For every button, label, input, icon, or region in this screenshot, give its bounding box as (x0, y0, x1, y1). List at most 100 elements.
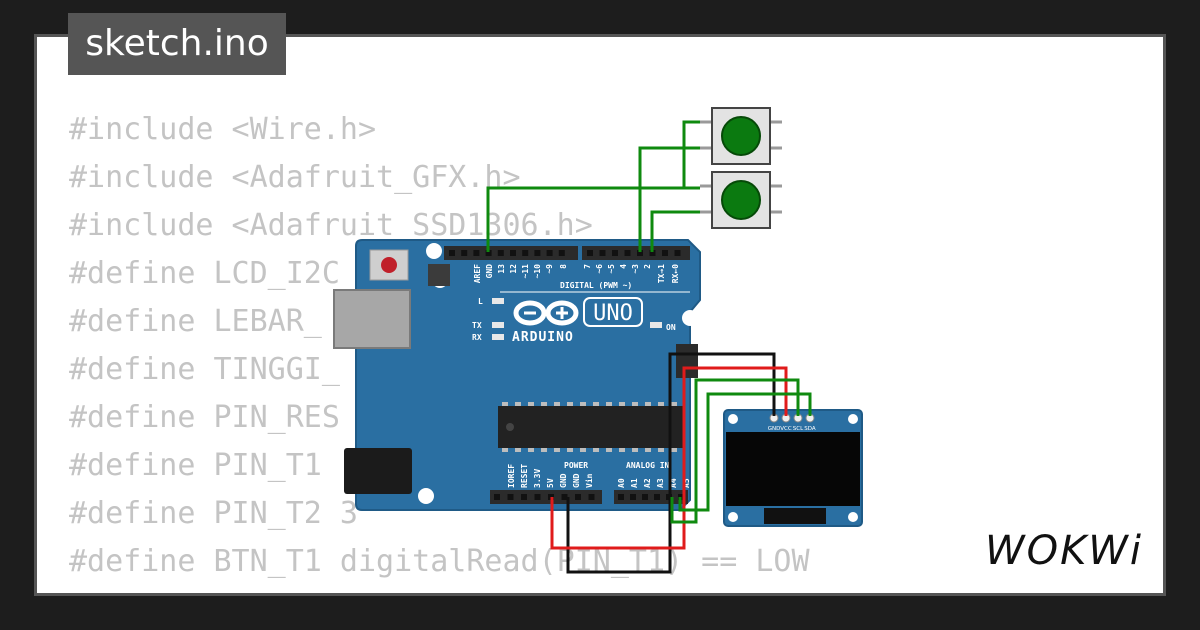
header-hole[interactable] (546, 250, 553, 256)
icsp-header-right (676, 344, 698, 378)
board-model: UNO (593, 301, 633, 326)
oled-pin-label: SDA (804, 426, 816, 432)
header-hole[interactable] (522, 250, 529, 256)
code-line: #define PIN_T1 (69, 448, 322, 483)
pin-label: A2 (643, 478, 652, 488)
wire-oled-scl[interactable] (670, 378, 800, 524)
header-hole[interactable] (612, 250, 618, 256)
pin-label: 2 (643, 264, 652, 269)
wire-button1-gnd[interactable] (682, 120, 700, 188)
pin-label: 7 (583, 264, 592, 269)
header-hole[interactable] (575, 494, 581, 500)
code-editor[interactable]: #include <Wire.h> #include <Adafruit_GFX.… (69, 106, 810, 593)
pin-label: GND (572, 473, 581, 488)
code-line: #define PIN_T2 3 (69, 496, 358, 531)
header-hole[interactable] (521, 494, 527, 500)
pin-label: A1 (630, 478, 639, 488)
header-hole[interactable] (534, 494, 541, 500)
header-hole[interactable] (587, 250, 593, 256)
power-label: POWER (564, 461, 588, 470)
arduino-logo-icon (513, 300, 579, 326)
pin-label: A0 (617, 478, 626, 488)
oled-pin-label: GND (768, 426, 781, 432)
header-hole[interactable] (662, 250, 668, 256)
pin-label: Vin (584, 473, 594, 488)
pin-label: GND (485, 264, 494, 279)
pin-label: ~9 (545, 264, 554, 274)
power-jack (344, 448, 412, 494)
wokwi-logo: WOKWi (985, 528, 1143, 574)
mounting-hole (426, 243, 442, 259)
header-hole[interactable] (637, 250, 643, 256)
led-tx (492, 322, 504, 328)
wire-gnd-button[interactable] (486, 186, 700, 252)
header-hole[interactable] (642, 494, 648, 500)
mounting-hole (682, 310, 698, 326)
led-rx (492, 334, 504, 340)
wire-oled-vcc[interactable] (550, 366, 788, 550)
push-button-2[interactable] (700, 171, 782, 229)
pin-label: IOREF (507, 464, 516, 488)
pin-label: 3.3V (533, 469, 542, 488)
pin-label: ~11 (521, 264, 530, 279)
oled-ribbon (764, 508, 826, 524)
digital-label: DIGITAL (PWM ~) (560, 281, 632, 290)
code-line: #define BTN_T2 digitalRead(PIN_T2) == LO… (69, 586, 810, 593)
pin-label: RX←0 (671, 264, 680, 283)
wires (486, 120, 812, 574)
header-hole[interactable] (485, 250, 492, 256)
led-l-label: L (478, 297, 483, 306)
pin-label: ~3 (631, 264, 640, 274)
reset-button-cap[interactable] (381, 257, 397, 273)
header-hole[interactable] (473, 250, 480, 256)
push-button-2-cap[interactable] (721, 180, 761, 220)
header-hole[interactable] (561, 494, 568, 500)
header-hole[interactable] (618, 494, 624, 500)
code-line: #include <Adafruit_SSD1306.h> (69, 208, 593, 243)
header-hole[interactable] (599, 250, 606, 256)
atmega-chip (498, 406, 684, 448)
header-hole[interactable] (449, 250, 455, 256)
header-hole[interactable] (510, 250, 516, 256)
header-hole[interactable] (494, 494, 500, 500)
led-on (650, 322, 662, 328)
header-hole[interactable] (649, 250, 656, 256)
header-hole[interactable] (654, 494, 660, 500)
pin-label: RESET (520, 464, 529, 488)
header-hole[interactable] (674, 250, 681, 256)
push-button-1[interactable] (700, 107, 782, 165)
pin-label: A4 (669, 478, 678, 488)
wire-oled-sda[interactable] (678, 392, 812, 512)
usb-connector (333, 289, 411, 349)
pin-label: ~6 (595, 264, 604, 274)
pin-label: GND (559, 473, 568, 488)
wire-pin3-button1[interactable] (638, 146, 700, 252)
led-rx-label: RX (472, 333, 482, 342)
code-line: #include <Wire.h> (69, 112, 377, 147)
header-hole[interactable] (630, 494, 636, 500)
header-analog (614, 490, 688, 504)
file-tab[interactable]: sketch.ino (68, 13, 286, 75)
led-l (492, 298, 504, 304)
pin-label: TX→1 (657, 264, 666, 283)
code-line: #include <Adafruit_GFX.h> (69, 160, 521, 195)
uno-badge (583, 297, 643, 327)
header-hole[interactable] (558, 250, 565, 256)
code-line: #define LEBAR_ (69, 304, 322, 339)
header-hole[interactable] (461, 250, 468, 256)
wire-pin2-button2[interactable] (650, 210, 700, 252)
pin-label: A5 (682, 478, 691, 488)
oled-pin-label: VCC (780, 426, 792, 432)
header-hole[interactable] (507, 494, 514, 500)
pin-label: 8 (559, 264, 568, 269)
led-tx-label: TX (472, 321, 482, 330)
header-hole[interactable] (497, 250, 504, 256)
header-hole[interactable] (588, 494, 595, 500)
push-button-1-cap[interactable] (721, 116, 761, 156)
header-hole[interactable] (624, 250, 631, 256)
wire-oled-gnd[interactable] (566, 352, 776, 574)
header-hole[interactable] (534, 250, 541, 256)
